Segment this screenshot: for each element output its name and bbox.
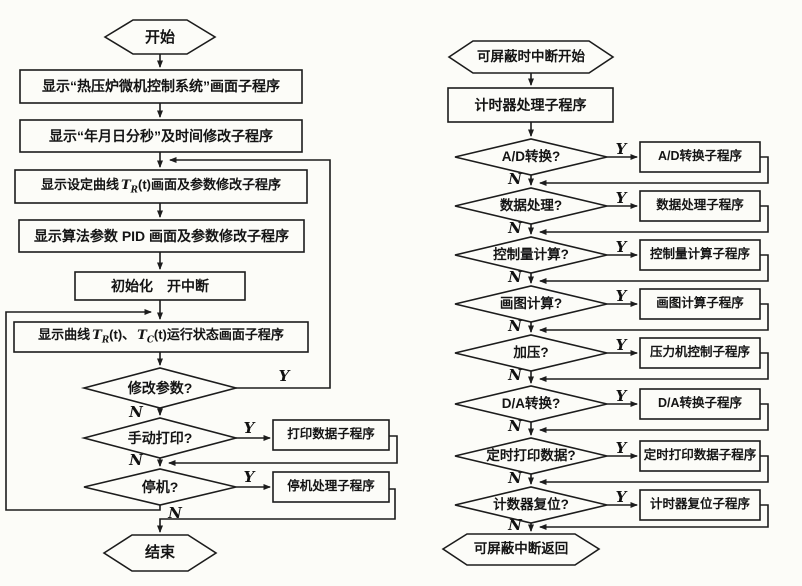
left-subbox1-outline <box>272 419 390 451</box>
left-box6-text: 显示曲线 <box>38 327 91 343</box>
left-end-label: 结束 <box>144 544 175 562</box>
right-row8-no-tag: N <box>508 516 522 534</box>
left-decision2-no-tag: N <box>129 451 143 469</box>
right-action3-label: 控制量计算子程序 <box>649 247 750 262</box>
math-TC-symbol: TC <box>137 328 154 346</box>
edge-right-row8-return <box>539 504 769 530</box>
right-row5-yes-tag: Y <box>615 336 627 354</box>
right-row8-yes-tag: Y <box>615 488 627 506</box>
left-start-label: 开始 <box>144 28 175 46</box>
right-action7-label: 定时打印数据子程序 <box>643 448 757 463</box>
left-decision3-label: 停机? <box>141 478 179 495</box>
right-row6-no-tag: N <box>508 417 522 435</box>
edge-right-row4-return <box>539 303 769 333</box>
right-decision3-label: 控制量计算? <box>493 246 569 262</box>
left-box6-text2: (t)、 <box>109 327 136 343</box>
right-action6-label: D/A转换子程序 <box>657 396 743 411</box>
right-action2-label: 数据处理子程序 <box>656 198 744 213</box>
left-box1-label: 显示“热压炉微机控制系统”画面子程序 <box>42 78 280 95</box>
edge-right-row5-return <box>539 352 769 382</box>
edge-left-yes-loop-modify-params <box>169 157 331 389</box>
right-action8-label: 计时器复位子程序 <box>649 497 750 512</box>
right-row7-yes-tag: Y <box>615 439 627 457</box>
right-row2-no-tag: N <box>508 219 522 237</box>
edge-right-row7-return <box>539 455 769 485</box>
right-row1-yes-tag: Y <box>615 140 627 158</box>
left-decision3-no-tag: N <box>168 504 182 522</box>
edge-right-row6-return <box>539 403 769 433</box>
right-row2-yes-tag: Y <box>615 189 627 207</box>
left-decision1-no-tag: N <box>129 403 143 421</box>
math-TR-symbol: TR <box>120 177 139 196</box>
edge-right-row3-return <box>539 254 769 284</box>
right-row7-no-tag: N <box>508 469 522 487</box>
left-box1-outline <box>19 69 303 104</box>
left-decision1-label: 修改参数? <box>127 379 193 396</box>
edge-left-no-loop-stop <box>5 309 161 511</box>
right-decision8-label: 计数器复位? <box>493 496 569 512</box>
right-start-label: 可屏蔽时中断开始 <box>477 48 585 64</box>
right-end-hexagon <box>441 533 601 566</box>
right-row6-yes-tag: Y <box>615 387 627 405</box>
right-action4-label: 画图计算子程序 <box>656 296 744 311</box>
left-subbox1-label: 打印数据子程序 <box>287 427 375 442</box>
right-row3-yes-tag: Y <box>615 238 627 256</box>
left-box2-outline <box>19 119 303 153</box>
right-decision6-label: D/A转换? <box>501 395 561 411</box>
right-action5-label: 压力机控制子程序 <box>649 345 750 360</box>
left-decision1-yes-tag: Y <box>278 367 290 385</box>
right-decision2-label: 数据处理? <box>499 197 563 213</box>
edge-left-subbox1-return <box>168 435 398 466</box>
edge-right-row2-return <box>539 205 769 235</box>
left-box6-outline <box>13 321 309 353</box>
right-decision4-label: 画图计算? <box>499 295 563 311</box>
left-box2-label: 显示“年月日分秒”及时间修改子程序 <box>49 127 273 144</box>
left-box3-text: 显示设定曲线 <box>40 176 119 192</box>
right-row3-no-tag: N <box>508 268 522 286</box>
left-end-hexagon <box>102 534 218 572</box>
right-row4-no-tag: N <box>508 317 522 335</box>
left-box3-outline <box>14 169 308 204</box>
right-row4-yes-tag: Y <box>615 287 627 305</box>
edge-left-subbox2-end <box>157 488 396 533</box>
left-decision3-yes-tag: Y <box>243 468 255 486</box>
left-start-hexagon <box>103 19 217 55</box>
right-action1-label: A/D转换子程序 <box>657 149 743 164</box>
math-TR-symbol2: TR <box>92 328 110 346</box>
left-box6-text3: (t)运行状态画面子程序 <box>153 327 284 343</box>
left-decision2-yes-tag: Y <box>243 419 255 437</box>
left-decision2-label: 手动打印? <box>127 429 193 446</box>
left-box3-text2: (t)画面及参数修改子程序 <box>138 176 282 192</box>
left-box4-label: 显示算法参数 PID 画面及参数修改子程序 <box>33 227 290 244</box>
right-start-hexagon <box>447 40 615 74</box>
right-decision1-label: A/D转换? <box>501 148 561 164</box>
right-timer-box-label: 计时器处理子程序 <box>474 96 587 113</box>
right-decision7-label: 定时打印数据? <box>486 447 576 463</box>
right-decision5-label: 加压? <box>513 344 549 360</box>
edge-right-row1-return <box>539 156 769 186</box>
right-row1-no-tag: N <box>508 170 522 188</box>
left-subbox2-label: 停机处理子程序 <box>287 479 375 494</box>
left-box4-outline <box>18 219 305 253</box>
left-subbox2-outline <box>272 471 390 503</box>
right-row5-no-tag: N <box>508 366 522 384</box>
right-end-label: 可屏蔽中断返回 <box>473 540 569 556</box>
left-box5-label: 初始化 开中断 <box>111 277 209 294</box>
